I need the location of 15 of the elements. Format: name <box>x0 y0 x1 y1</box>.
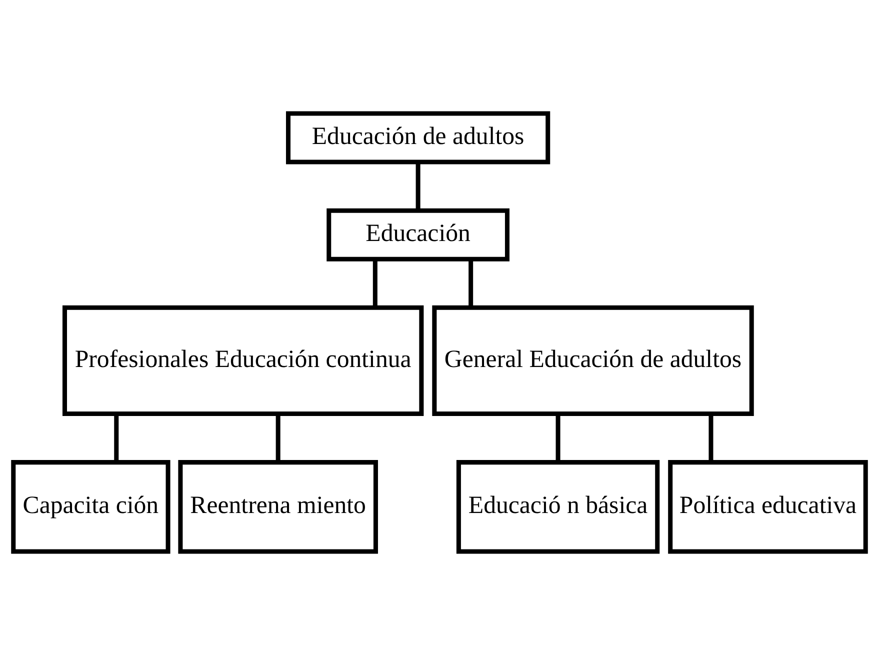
connector <box>416 162 420 210</box>
connector <box>708 413 714 462</box>
node-box: Educación de adultos <box>286 110 550 164</box>
connector <box>114 413 119 462</box>
connector <box>556 413 560 462</box>
node-box: Educación <box>326 208 510 261</box>
node-box: Reentrena miento <box>178 460 378 554</box>
node-box: Capacita ción <box>11 460 170 554</box>
connector <box>372 258 378 308</box>
connector <box>468 258 474 308</box>
node-box: Educació n básica <box>456 460 660 554</box>
connector <box>276 413 280 462</box>
node-box: General Educación de adultos <box>432 304 754 416</box>
node-box: Política educativa <box>668 460 868 554</box>
node-box: Profesionales Educación continua <box>62 304 424 416</box>
